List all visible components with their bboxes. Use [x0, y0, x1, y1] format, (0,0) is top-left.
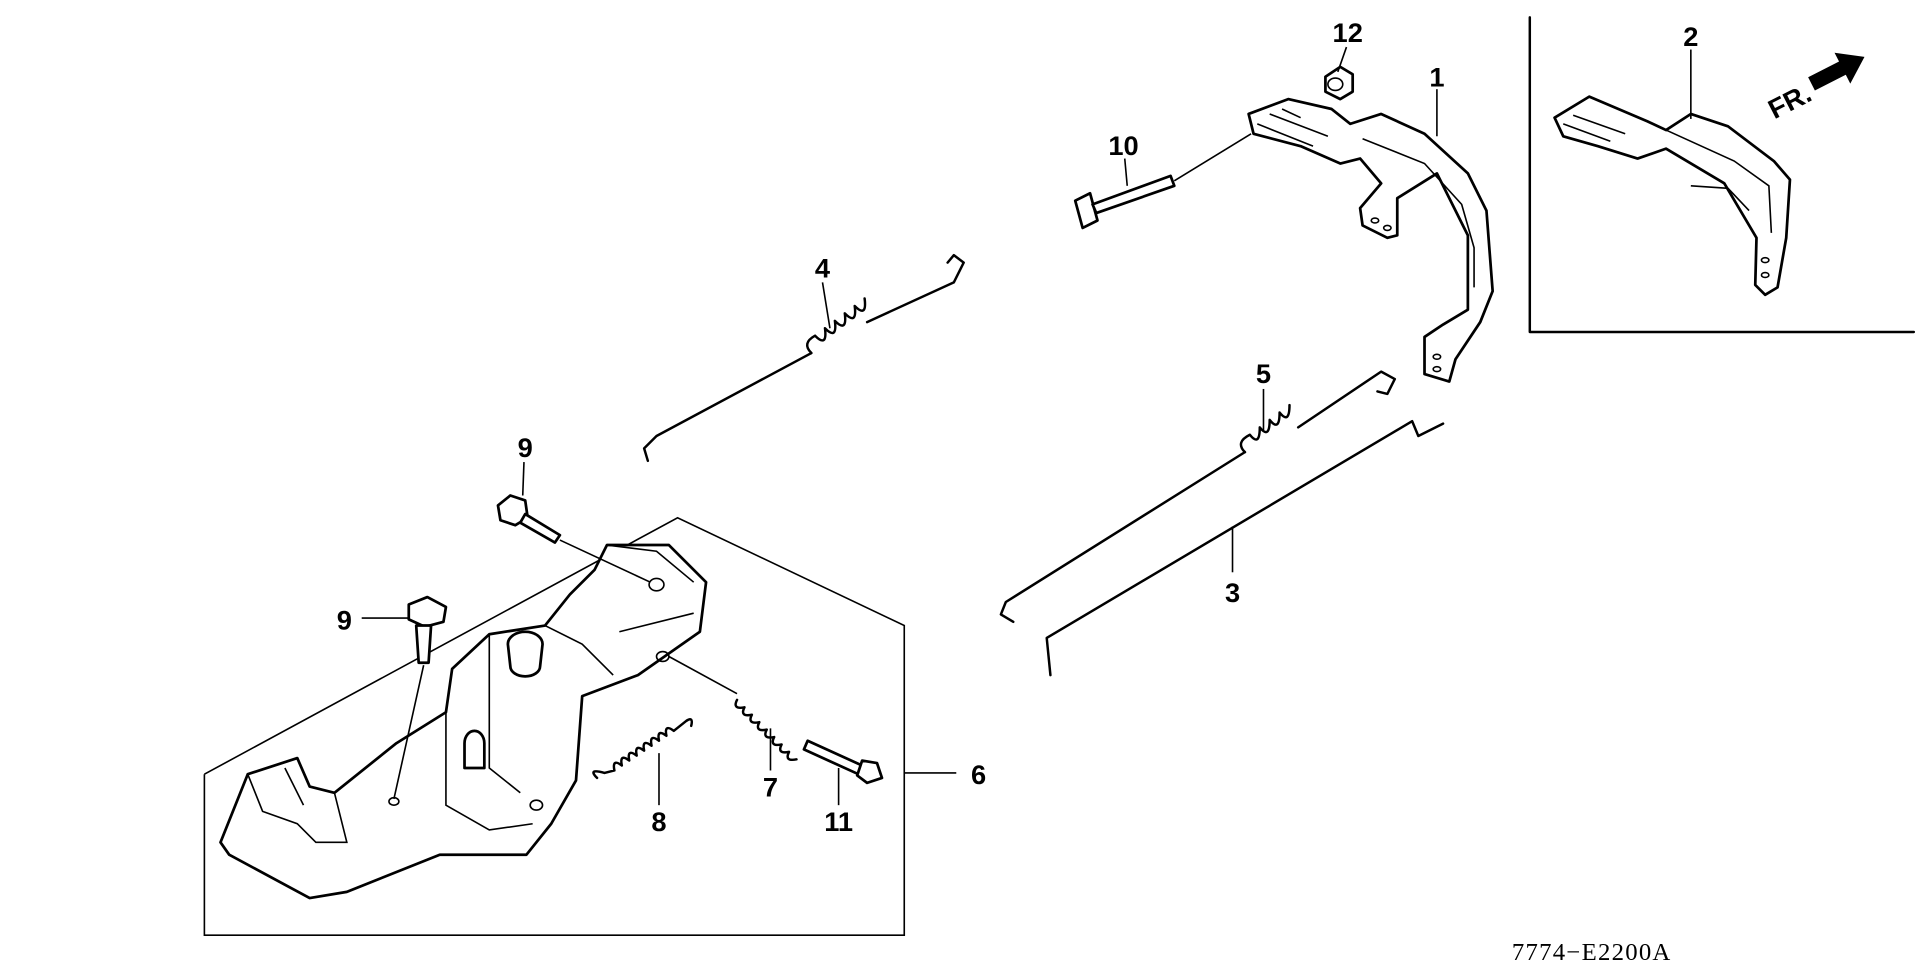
- callout-2: 2: [1683, 21, 1698, 52]
- callout-12: 12: [1333, 17, 1363, 48]
- callout-11: 11: [824, 806, 853, 837]
- callout-6: 6: [971, 759, 986, 790]
- part-9-bolt-lower[interactable]: [393, 595, 448, 800]
- part-2-bracket[interactable]: [1553, 95, 1792, 297]
- part-1-bracket[interactable]: [1247, 97, 1495, 383]
- callout-10: 10: [1108, 130, 1138, 161]
- part-8-spring[interactable]: [592, 718, 694, 780]
- part-6-lever-assembly[interactable]: [219, 543, 708, 900]
- part-12-nut[interactable]: [1324, 65, 1355, 101]
- front-arrow-icon: [1808, 52, 1865, 91]
- part-9-bolt-upper[interactable]: [496, 494, 651, 583]
- part-3-rod[interactable]: [1045, 419, 1445, 677]
- callout-9-lower: 9: [337, 604, 352, 635]
- callout-9-upper: 9: [518, 432, 533, 463]
- inset-frame: [1528, 16, 1916, 334]
- front-label: FR.: [1763, 77, 1816, 125]
- callout-8: 8: [651, 806, 666, 837]
- callout-7: 7: [763, 771, 778, 802]
- callout-5: 5: [1256, 358, 1271, 389]
- callout-3: 3: [1225, 577, 1240, 608]
- part-4-spring[interactable]: [642, 253, 965, 463]
- front-direction-marker: FR.: [1763, 52, 1865, 125]
- callout-4: 4: [815, 252, 831, 283]
- part-10-bolt[interactable]: [1073, 133, 1252, 230]
- diagram-code: 7774−E2200A: [1512, 939, 1672, 960]
- part-5-spring[interactable]: [999, 370, 1397, 624]
- part-7-spring[interactable]: [668, 655, 798, 762]
- callout-1: 1: [1429, 62, 1444, 93]
- leader-lines: [361, 46, 1692, 806]
- part-11-bolt[interactable]: [802, 739, 884, 785]
